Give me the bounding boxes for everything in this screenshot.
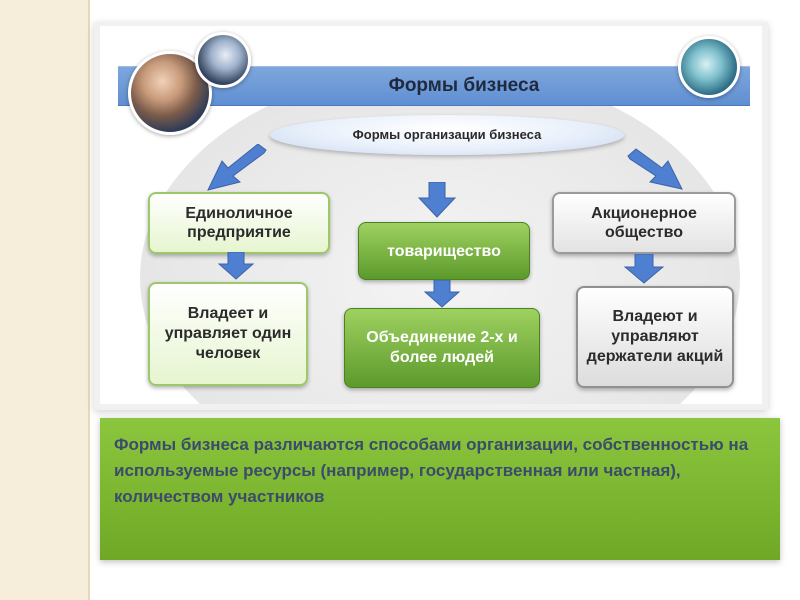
businessman-photo	[195, 32, 251, 88]
subtitle-oval: Формы организации бизнеса	[270, 115, 624, 155]
box-sole-proprietorship: Единоличное предприятие	[148, 192, 330, 254]
arrow-right-diagonal-icon	[627, 148, 683, 190]
left-strip-divider	[88, 0, 90, 600]
arrow-center-down-icon	[418, 182, 456, 218]
box-joint-stock-company: Акционерное общество	[552, 192, 736, 254]
arrow-left-diagonal-icon	[207, 144, 267, 191]
box-sole-proprietorship-description: Владеет и управляет один человек	[148, 282, 308, 386]
arrow-down-right-icon	[624, 254, 664, 284]
box-partnership: товарищество	[358, 222, 530, 280]
diagram-title: Формы бизнеса	[388, 75, 540, 96]
box-partnership-description: Объединение 2-х и более людей	[344, 308, 540, 388]
caption-box: Формы бизнеса различаются способами орга…	[100, 418, 780, 560]
arrow-down-left-icon	[218, 252, 254, 280]
box-joint-stock-company-description: Владеют и управляют держатели акций	[576, 286, 734, 388]
figure-panel: Формы бизнеса Формы организации бизнеса …	[100, 26, 762, 404]
office-worker-photo	[678, 36, 740, 98]
arrow-down-center-icon	[424, 280, 460, 308]
left-decorative-strip	[0, 0, 90, 600]
caption-text: Формы бизнеса различаются способами орга…	[114, 435, 749, 506]
